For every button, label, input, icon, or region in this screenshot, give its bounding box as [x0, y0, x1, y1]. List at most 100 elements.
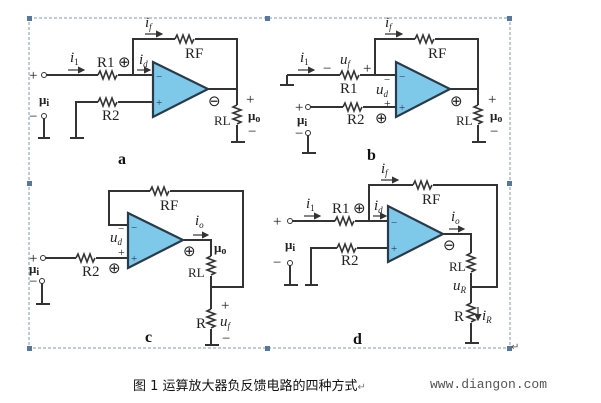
opamp-c: [126, 211, 186, 270]
ud-plus: +: [384, 96, 391, 110]
watermark: www.diangon.com: [430, 377, 548, 392]
r1-label: R1: [97, 55, 115, 71]
i1-label: i1: [306, 196, 315, 213]
io-label: io: [451, 209, 460, 226]
polarity-in: ⊕: [118, 55, 131, 71]
resize-handle-bm[interactable]: [265, 346, 270, 351]
uR-label: uR: [453, 278, 467, 295]
output-minus: −: [490, 124, 498, 140]
opamp-plus: +: [391, 243, 397, 255]
resize-handle-ml[interactable]: [27, 181, 32, 186]
uo-label: μo: [248, 108, 260, 125]
resistor-r1: [334, 214, 355, 228]
resistor-rl: [204, 255, 218, 276]
uf-label: uf: [340, 52, 352, 69]
uo-label: μo: [214, 240, 226, 257]
rf-label: RF: [185, 46, 203, 62]
opamp-plus: +: [156, 97, 162, 109]
input-minus: −: [273, 255, 281, 271]
r2-label: R2: [82, 264, 100, 280]
uf-label: uf: [220, 314, 232, 331]
paragraph-mark: ↵: [511, 342, 519, 353]
if-label: if: [385, 15, 393, 32]
circuit-label-c: c: [145, 329, 152, 346]
rl-label: RL: [456, 113, 473, 128]
polarity-out: ⊖: [208, 94, 221, 110]
ui-label: μi: [29, 261, 39, 278]
id-label: id: [139, 52, 148, 69]
uf-minus: −: [323, 61, 331, 77]
id-label: id: [374, 198, 383, 215]
terminal: [287, 260, 293, 266]
rl-label: RL: [214, 113, 231, 128]
rf-label: RF: [422, 192, 440, 208]
resize-handle-tr[interactable]: [507, 16, 512, 21]
polarity-out: ⊕: [183, 244, 196, 260]
output-plus: +: [246, 92, 254, 108]
uo-label: μo: [490, 108, 502, 125]
rf-label: RF: [160, 198, 178, 214]
r1-label: R1: [332, 201, 350, 217]
resize-handle-tl[interactable]: [27, 16, 32, 21]
resistor-rl: [471, 104, 485, 125]
uf-minus: −: [222, 331, 230, 347]
figure-caption: 图 1 运算放大器负反馈电路的四种方式↵: [133, 375, 366, 394]
io-label: io: [195, 213, 204, 230]
resistor-rf: [412, 178, 433, 192]
circuit-label-b: b: [367, 147, 376, 164]
ui-label: μi: [39, 92, 49, 109]
circuit-label-a: a: [118, 151, 126, 168]
terminal: [41, 113, 47, 119]
opamp-a: [151, 60, 211, 119]
selection-frame[interactable]: [27, 16, 512, 351]
ui-label: μi: [285, 237, 295, 254]
polarity-out: ⊕: [450, 94, 463, 110]
resistor-rl: [230, 104, 244, 125]
r2-label: R2: [347, 112, 365, 128]
rl-label: RL: [188, 265, 205, 280]
resistor-r2: [342, 100, 363, 114]
r2-label: R2: [341, 253, 359, 269]
terminal: [39, 278, 45, 284]
opamp-plus: +: [131, 253, 137, 265]
resistor-r2: [75, 251, 96, 265]
terminal: [287, 218, 293, 224]
r1-label: R1: [340, 81, 358, 97]
ud-minus: −: [384, 74, 390, 86]
uf-plus: +: [221, 298, 229, 314]
resistor-r: [204, 308, 218, 329]
opamp-b: [394, 60, 453, 119]
input-minus: −: [295, 126, 303, 142]
if-label: if: [145, 15, 153, 32]
resize-handle-br[interactable]: [507, 346, 512, 351]
opamp-plus: +: [399, 102, 405, 114]
opamp-minus: −: [399, 71, 405, 83]
rf-label: RF: [428, 46, 446, 62]
uf-plus: +: [363, 61, 371, 77]
resistor-r2: [336, 241, 357, 255]
resize-handle-bl[interactable]: [27, 346, 32, 351]
r-label: R: [196, 316, 206, 332]
resistor-r1: [339, 68, 360, 82]
resistor-r2: [97, 95, 118, 109]
polarity-in: ⊕: [353, 201, 366, 217]
terminal: [41, 72, 47, 78]
input-plus: +: [29, 251, 37, 267]
rl-label: RL: [449, 259, 466, 274]
terminal: [305, 104, 311, 110]
polarity-in: ⊕: [375, 111, 388, 127]
ud-minus: −: [118, 223, 124, 235]
resize-handle-tm[interactable]: [265, 16, 270, 21]
i1-label: i1: [70, 50, 79, 67]
resistor-r1: [97, 68, 118, 82]
resize-handle-mr[interactable]: [507, 181, 512, 186]
opamp-minus: −: [131, 222, 137, 234]
terminal: [305, 130, 311, 136]
r2-label: R2: [102, 108, 120, 124]
input-plus: +: [295, 100, 303, 116]
i1-label: i1: [300, 50, 309, 67]
if-label: if: [381, 161, 389, 178]
input-minus: −: [29, 109, 37, 125]
circuit-label-d: d: [353, 331, 362, 348]
